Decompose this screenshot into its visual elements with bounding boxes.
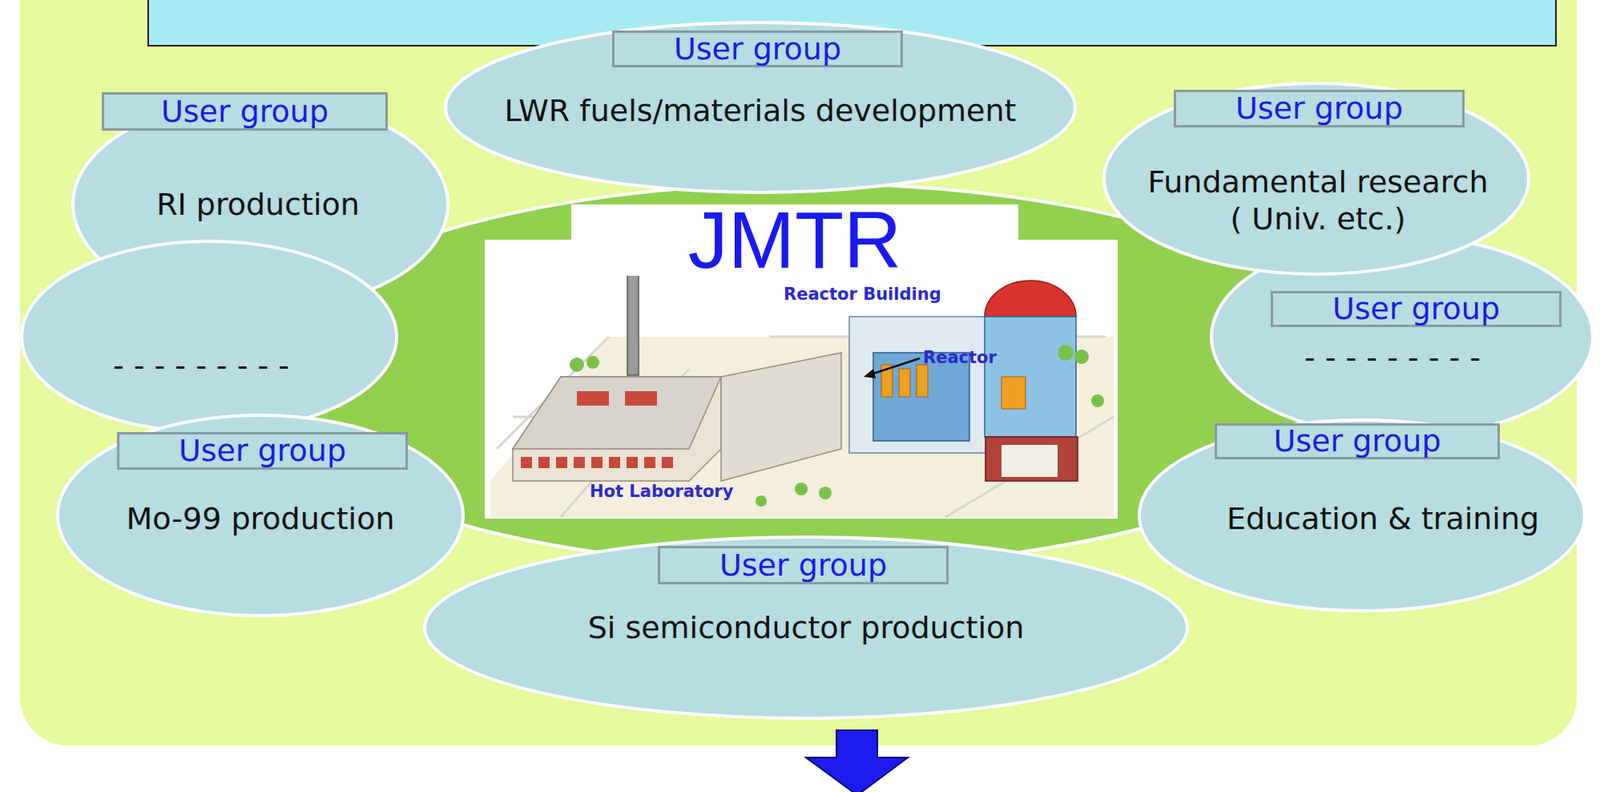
user-group-tag: User group	[1173, 89, 1465, 128]
group-name: - - - - - - - - -	[32, 346, 370, 384]
user-group-ellipse: User groupFundamental research ( Univ. e…	[1102, 81, 1531, 276]
user-group-tag: User group	[1214, 423, 1500, 460]
group-name: - - - - - - - - -	[1224, 338, 1561, 376]
user-group-ellipse: User group Si semiconductor production	[423, 535, 1189, 720]
part-label: Reactor	[922, 347, 997, 367]
user-group-tag: User group	[612, 30, 903, 68]
user-group-tag: User group	[101, 92, 388, 131]
group-name: Education & training	[1182, 499, 1584, 537]
down-arrow	[806, 729, 908, 792]
jmtr-illustration	[484, 239, 1118, 519]
group-name: Si semiconductor production	[501, 608, 1111, 646]
user-group-tag: User group	[657, 545, 949, 585]
user-group-tag: User group	[116, 431, 408, 470]
group-name: RI production	[81, 185, 435, 223]
ellipse-outline	[20, 239, 399, 434]
group-name: Fundamental research ( Univ. etc.)	[1141, 163, 1495, 238]
user-group-ellipse: - - - - - - - - -	[20, 239, 399, 434]
group-name: Mo-99 production	[68, 499, 453, 537]
user-group-ellipse: User groupEducation & training	[1137, 418, 1587, 613]
user-group-tag: User group	[1270, 290, 1562, 327]
image-panel: JMTR	[484, 239, 1118, 519]
user-group-ellipse: User groupLWR fuels/materials developmen…	[443, 20, 1077, 194]
panel	[20, 0, 1577, 746]
title-text: JMTR	[571, 204, 1019, 276]
part-label: Reactor Building	[783, 284, 942, 304]
group-name: LWR fuels/materials development	[455, 92, 1065, 129]
part-label: Hot Laboratory	[589, 481, 734, 501]
user-group-ellipse: User groupMo-99 production	[56, 413, 465, 617]
